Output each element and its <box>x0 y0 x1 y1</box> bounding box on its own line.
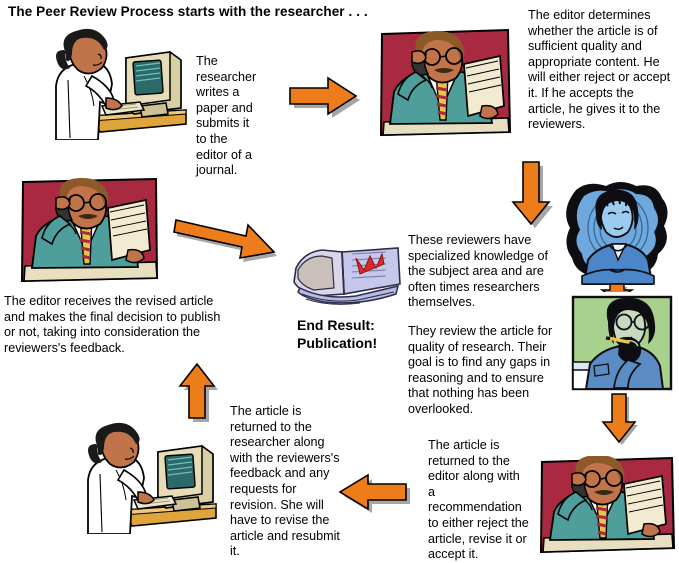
reviewers-knowledge-text: These reviewers have specialized knowled… <box>408 233 549 310</box>
editor-final-decision-text: The editor receives the revised article … <box>4 294 221 355</box>
arrow-reviewers-to-editor-bottom <box>600 393 644 450</box>
returned-to-editor-text-block: The article is returned to the editor al… <box>428 438 530 563</box>
reviewers-knowledge-text-block: These reviewers have specialized knowled… <box>408 233 558 418</box>
editor-final-decision-text-block: The editor receives the revised article … <box>4 294 232 356</box>
editor-image-top <box>378 28 512 138</box>
arrow-editor-to-reviewers <box>511 161 560 234</box>
editor-image-bottom <box>538 456 676 554</box>
journal-publication-image <box>286 244 404 310</box>
editor-image-left <box>18 176 160 284</box>
researcher-submits-text: The researcher writes a paper and submit… <box>196 54 257 178</box>
reviewer-woman-image <box>562 180 674 288</box>
reviewer-man-image <box>568 292 676 392</box>
editor-determines-text-block: The editor determines whether the articl… <box>528 8 674 133</box>
returned-to-researcher-text-block: The article is returned to the researche… <box>230 404 344 560</box>
end-result-line-2: Publication! <box>297 335 378 351</box>
page-title: The Peer Review Process starts with the … <box>8 4 368 19</box>
editor-determines-text: The editor determines whether the articl… <box>528 8 671 132</box>
arrow-researcher-to-editor <box>289 76 370 124</box>
reviewers-review-text: They review the article for quality of r… <box>408 323 553 416</box>
researcher-submits-text-block: The researcher writes a paper and submit… <box>196 54 262 179</box>
end-result-line-1: End Result: <box>297 317 375 333</box>
returned-to-editor-text: The article is returned to the editor al… <box>428 438 529 562</box>
researcher-at-computer-image-top <box>48 28 188 140</box>
end-result-text-block: End Result: Publication! <box>297 316 427 352</box>
arrow-editor-bottom-to-researcher <box>338 473 420 520</box>
researcher-at-computer-image-bottom <box>82 422 218 534</box>
arrow-researcher-to-editor-left <box>178 362 224 426</box>
arrow-editor-left-to-publication <box>173 212 286 274</box>
returned-to-researcher-text: The article is returned to the researche… <box>230 404 340 559</box>
